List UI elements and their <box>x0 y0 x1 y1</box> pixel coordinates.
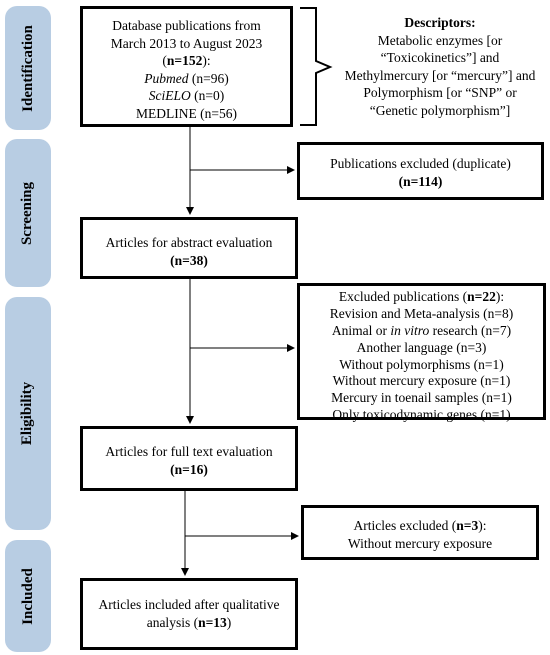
duplicates-excluded-box: Publications excluded (duplicate) (n=114… <box>297 142 544 200</box>
phase-identification: Identification <box>5 6 51 130</box>
database-total: (n=152): <box>162 53 211 69</box>
articles-included-box: Articles included after qualitative anal… <box>80 578 298 650</box>
excluded-publications-box: Excluded publications (n=22): Revision a… <box>297 283 546 422</box>
phase-included: Included <box>5 540 51 652</box>
descriptors-text: Descriptors: Metabolic enzymes [or “Toxi… <box>344 15 536 118</box>
abstract-evaluation-box: Articles for abstract evaluation (n=38) <box>80 217 298 279</box>
articles-excluded-title: Articles excluded (n=3): <box>353 518 487 533</box>
articles-excluded-box: Articles excluded (n=3): Without mercury… <box>301 505 539 560</box>
phase-eligibility: Eligibility <box>5 297 51 530</box>
medline-count: MEDLINE (n=56) <box>136 105 237 121</box>
database-publications-box: Database publications from March 2013 to… <box>80 6 293 127</box>
descriptors-brace <box>300 7 333 126</box>
pubmed-count: Pubmed (n=96) <box>144 70 229 86</box>
included-count: analysis (n=13) <box>146 614 232 630</box>
phase-screening: Screening <box>5 139 51 287</box>
excluded-title: Excluded publications (n=22): <box>338 289 505 304</box>
excluded-item-animal: Animal or in vitro research (n=7) <box>331 322 512 338</box>
scielo-count: SciELO (n=0) <box>148 88 225 104</box>
fulltext-evaluation-box: Articles for full text evaluation (n=16) <box>80 426 298 491</box>
